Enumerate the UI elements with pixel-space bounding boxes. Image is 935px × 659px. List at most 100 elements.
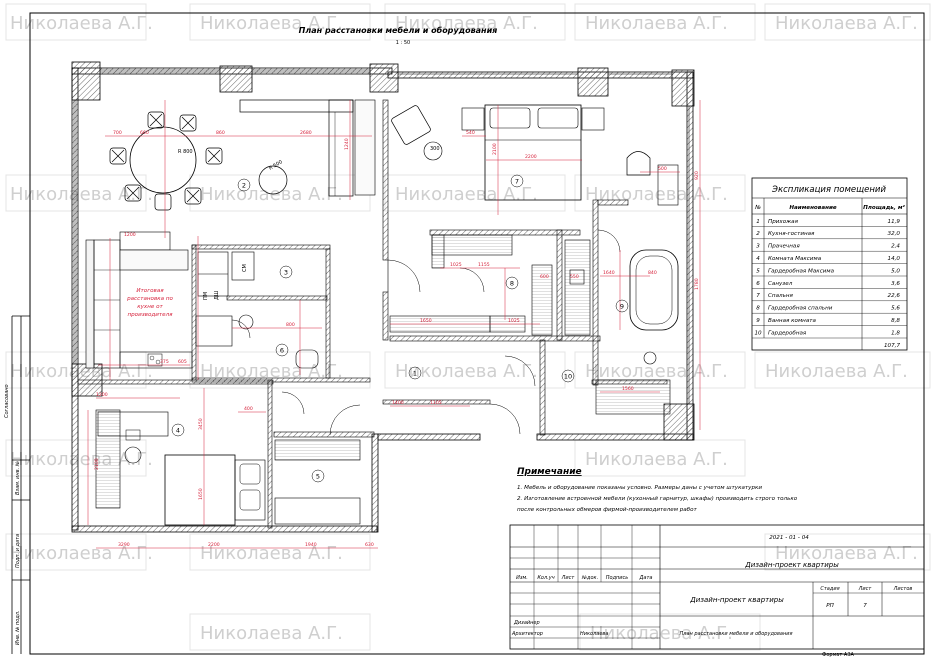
watermark-text: Николаева А.Г. [585,361,728,382]
dim-label: 2100 [492,143,498,155]
dim-label: 1155 [478,262,490,268]
explication-cell-num: 2 [756,231,760,237]
dim-label: 1200 [124,232,136,238]
title-block-text: 2021 - 01 - 04 Дизайн-проект квартиры Из… [511,535,912,658]
dim-label: 3290 [118,542,130,548]
bed [484,104,582,201]
watermark-text: Николаева А.Г. [200,623,343,644]
title-block-stamp [509,524,925,650]
explication-cell-name: Кухня-гостиная [768,231,815,237]
column [71,61,101,101]
drawing-title: План расстановки мебели и оборудования [299,25,498,35]
explication-cell-area: 1,8 [891,330,900,336]
kitchen-note: производителя [127,312,173,318]
room-label-1: 1 [413,370,417,378]
room-label-5: 5 [316,473,320,481]
explication-cell-num: 7 [756,293,760,299]
notes-line-3: после контрольных обмеров фирмой-произво… [517,507,698,513]
wall-top-right [387,71,694,79]
room-label-10: 10 [564,373,572,381]
sheet-frame [29,12,925,655]
explication-cell-area: 11,9 [888,219,901,225]
watermark-text: Николаева А.Г. [200,184,343,205]
notes-line-1: 1. Мебель и оборудование показаны условн… [517,485,762,491]
dim-label: 630 [365,542,374,548]
explication-cell-area: 8,8 [891,318,900,324]
watermark-layer: Николаева А.Г. Николаева А.Г. Николаева … [5,3,931,651]
dim-label: 1240 [344,138,350,150]
stamp-sheet-no: 7 [863,603,867,609]
dim-label: 1025 [508,318,520,324]
stamp-sheet-label: Лист [858,586,873,592]
dim-label: 2200 [525,154,537,160]
explication-header-name: Наименование [789,205,837,211]
explication-header-num: № [754,205,761,211]
explication-cell-num: 9 [756,318,760,324]
label-r500: R 500 [268,159,284,172]
explication-header-area: Площадь, м² [863,204,905,211]
stamp-col-list: Лист [561,575,576,581]
strip-inv-podl: Инв. № подл. [15,611,21,646]
notes-line-2: 2. Изготовление встроенной мебели (кухон… [517,496,798,502]
label-sm: СМ [242,264,248,272]
watermark-text: Николаева А.Г. [590,623,733,644]
watermark-text: Николаева А.Г. [10,184,153,205]
kitchen-note: расстановка по [126,296,173,302]
stamp-role-designer: Дизайнер [513,620,540,626]
watermark-text: Николаева А.Г. [200,361,343,382]
column [671,69,695,107]
floor-plan [71,61,701,549]
column [219,65,253,93]
watermark-text: Николаева А.Г. [775,543,918,564]
wall-bottom-mid [377,433,481,441]
explication-cell-area: 2,4 [891,244,900,250]
explication-cell-name: Гардеробная спальни [768,306,833,312]
dim-label: 600 [540,274,549,280]
explication-cell-area: 3,6 [891,281,900,287]
explication-cell-area: 32,0 [888,231,901,237]
column [369,63,399,93]
explication-cell-area: 5,6 [891,306,900,312]
plan-annotations: Итоговая расстановка по кухне от произво… [94,130,700,548]
bedroom-chair [626,151,651,176]
explication-cell-area: 22,6 [888,293,901,299]
bathtub [629,249,679,331]
notes-block: Примечание 1. Мебель и оборудование пока… [517,467,798,513]
stamp-date: 2021 - 01 - 04 [769,535,809,541]
explication-cell-num: 8 [756,306,760,312]
explication-total: 107,7 [884,343,900,349]
watermark-text: Николаева А.Г. [395,361,538,382]
dim-label: 1560 [622,386,634,392]
dim-label: 700 [113,130,122,136]
dim-label: 375 [160,359,169,365]
explication-cell-name: Гардеробная [768,330,807,336]
dim-label: 920 [694,171,700,180]
left-side-strip: Согласовано Взам. инв. № Подп. и дата Ин… [4,315,30,654]
stamp-sheets-label: Листов [893,586,913,592]
dim-label: 1200 [96,392,108,398]
explication-cell-num: 6 [756,281,760,287]
dining-table [129,126,197,194]
stamp-col-koluch: Кол.уч [537,575,554,581]
room-label-3: 3 [284,269,288,277]
room-label-2: 2 [242,182,246,190]
dining-chairs [109,111,223,211]
explication-cell-num: 5 [756,268,760,274]
watermark-text: Николаева А.Г. [585,449,728,470]
stamp-architect-name: Николаева [580,631,608,637]
watermark-text: Николаева А.Г. [10,13,153,34]
dim-label: 860 [216,130,225,136]
dim-label: 3450 [198,418,204,430]
stamp-stage-label: Стадия [820,586,839,592]
stamp-project: Дизайн-проект квартиры [689,596,784,604]
explication-cell-num: 10 [754,330,762,336]
explication-cell-num: 3 [756,244,760,250]
room-label-8: 8 [510,280,514,288]
stamp-stage: РП [826,603,834,609]
dim-label: 605 [178,359,187,365]
armchair [391,105,431,145]
coffee-table [258,165,288,195]
column [577,67,609,97]
dim-label: 1025 [450,262,462,268]
